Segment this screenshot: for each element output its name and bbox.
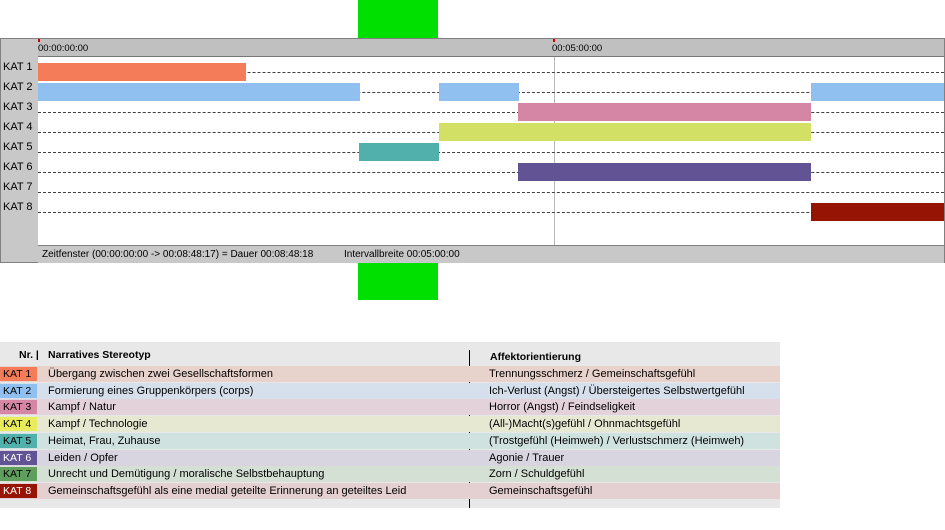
interval-gridline (554, 57, 555, 245)
legend-affect-text: Ich-Verlust (Angst) / Übersteigertes Sel… (489, 384, 745, 397)
lane-guide-kat-8 (38, 212, 944, 213)
legend-kat-badge: KAT 3 (0, 400, 37, 415)
category-legend-table: Nr. | Narratives Stereotyp Affektorienti… (0, 342, 780, 508)
legend-header-stereotype: Narratives Stereotyp (48, 349, 151, 361)
legend-row: KAT 4 Kampf / Technologie (All-)Macht(s)ge… (0, 416, 780, 433)
legend-row: KAT 1 Übergang zwischen zwei Gesellschaft… (0, 366, 780, 382)
segment-kat-6[interactable] (518, 163, 811, 181)
legend-affect-text: Gemeinschaftsgefühl (489, 484, 593, 497)
lane-label-kat-4: KAT 4 (3, 121, 33, 133)
legend-stereotype-text: Leiden / Opfer (48, 451, 118, 464)
lane-label-kat-5: KAT 5 (3, 141, 33, 153)
time-ruler[interactable]: 00:00:00:00 00:05:00:00 (38, 39, 944, 57)
legend-stereotype-text: Kampf / Natur (48, 401, 116, 414)
interval-width-text: Intervallbreite 00:05:00:00 (344, 249, 460, 260)
time-window-text: Zeitfenster (00:00:00:00 -> 00:08:48:17)… (42, 249, 314, 260)
legend-stereotype-text: Gemeinschaftsgefühl als eine medial gete… (48, 484, 407, 497)
legend-row: KAT 7 Unrecht und Demütigung / moralische… (0, 466, 780, 483)
legend-kat-badge: KAT 8 (0, 483, 37, 498)
lane-label-kat-7: KAT 7 (3, 181, 33, 193)
segment-kat-2[interactable] (439, 83, 519, 101)
segment-kat-3[interactable] (518, 103, 811, 121)
legend-stereotype-text: Unrecht und Demütigung / moralische Selb… (48, 468, 325, 481)
legend-affect-text: Agonie / Trauer (489, 451, 565, 464)
legend-stereotype-text: Heimat, Frau, Zuhause (48, 434, 161, 447)
timeline-lanes[interactable] (38, 57, 944, 245)
ruler-start-time: 00:00:00:00 (38, 43, 89, 54)
segment-kat-2[interactable] (811, 83, 944, 101)
legend-stereotype-text: Übergang zwischen zwei Gesellschaftsform… (48, 368, 273, 380)
lane-guide-kat-1 (38, 72, 944, 73)
lane-label-kat-2: KAT 2 (3, 81, 33, 93)
legend-stereotype-text: Kampf / Technologie (48, 418, 148, 431)
legend-stereotype-text: Formierung eines Gruppenkörpers (corps) (48, 384, 254, 397)
legend-kat-badge: KAT 2 (0, 383, 37, 398)
lane-guide-kat-5 (38, 152, 944, 153)
legend-affect-text: (All-)Macht(s)gefühl / Ohnmachtsgefühl (489, 418, 681, 431)
legend-kat-badge: KAT 1 (0, 367, 37, 381)
ruler-mid-tick (553, 39, 555, 42)
legend-kat-badge: KAT 5 (0, 433, 37, 448)
segment-kat-5[interactable] (359, 143, 439, 161)
timeline-status-bar: Zeitfenster (00:00:00:00 -> 00:08:48:17)… (38, 245, 944, 263)
segment-kat-2[interactable] (38, 83, 360, 101)
playhead-marker-top[interactable] (358, 0, 438, 38)
legend-row: KAT 8 Gemeinschaftsgefühl als eine medial… (0, 482, 780, 499)
lane-guide-kat-6 (38, 172, 944, 173)
legend-kat-badge: KAT 6 (0, 450, 37, 465)
legend-affect-text: (Trostgefühl (Heimweh) / Verlustschmerz … (489, 434, 745, 447)
lane-label-kat-1: KAT 1 (3, 61, 33, 73)
legend-row: KAT 3 Kampf / Natur Horror (Angst) / Feind… (0, 399, 780, 416)
ruler-start-tick (38, 39, 40, 42)
legend-kat-badge: KAT 4 (0, 417, 37, 432)
segment-kat-1[interactable] (38, 63, 246, 81)
legend-header-affect: Affektorientierung (490, 351, 582, 363)
legend-affect-text: Horror (Angst) / Feindseligkeit (489, 401, 636, 414)
legend-row: KAT 2 Formierung eines Gruppenkörpers (co… (0, 382, 780, 399)
legend-affect-text: Trennungsschmerz / Gemeinschaftsgefühl (489, 368, 696, 380)
legend-kat-badge: KAT 7 (0, 467, 37, 482)
legend-row: KAT 6 Leiden / Opfer Agonie / Trauer (0, 449, 780, 466)
lane-label-kat-3: KAT 3 (3, 101, 33, 113)
ruler-mid-time: 00:05:00:00 (552, 43, 603, 54)
legend-affect-text: Zorn / Schuldgefühl (489, 468, 585, 481)
timeline-panel: KAT 1 KAT 2 KAT 3 KAT 4 KAT 5 KAT 6 KAT 7 KAT 8… (0, 38, 945, 263)
playhead-marker-bottom[interactable] (358, 263, 438, 300)
lane-label-kat-8: KAT 8 (3, 201, 33, 213)
legend-row: KAT 5 Heimat, Frau, Zuhause (Trostgefühl (… (0, 432, 780, 449)
lane-guide-kat-7 (38, 192, 944, 193)
lane-guide-kat-3 (38, 112, 944, 113)
legend-header-nr: Nr. | (19, 349, 39, 361)
segment-kat-8[interactable] (811, 203, 944, 221)
category-label-column: KAT 1 KAT 2 KAT 3 KAT 4 KAT 5 KAT 6 KAT 7 KAT 8 (1, 39, 39, 262)
segment-kat-4[interactable] (439, 123, 811, 141)
lane-label-kat-6: KAT 6 (3, 161, 33, 173)
